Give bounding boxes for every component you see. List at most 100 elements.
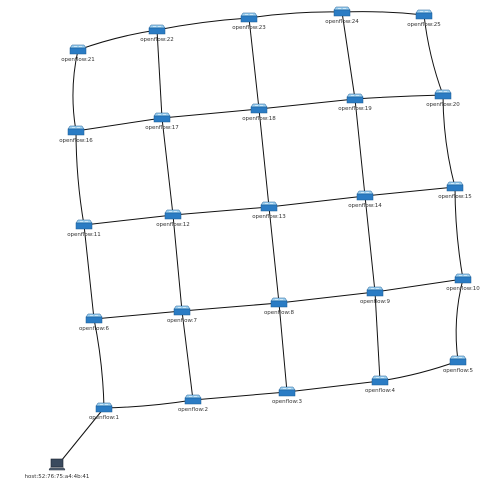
link-openflow-14-to-openflow-15[interactable]: [364, 186, 456, 197]
switch-node-openflow-18[interactable]: openflow:18: [242, 103, 276, 122]
switch-node-openflow-17[interactable]: openflow:17: [145, 112, 179, 131]
link-openflow-16-to-openflow-17[interactable]: [75, 117, 163, 132]
link-openflow-10-to-openflow-15[interactable]: [454, 186, 464, 280]
switch-icon: [153, 112, 171, 123]
switch-label: openflow:18: [242, 116, 276, 122]
link-openflow-5-to-openflow-10[interactable]: [455, 278, 464, 362]
switch-node-openflow-25[interactable]: openflow:25: [407, 9, 441, 28]
switch-node-openflow-10[interactable]: openflow:10: [446, 273, 480, 292]
link-openflow-13-to-openflow-18[interactable]: [258, 108, 270, 208]
switch-label: openflow:1: [89, 415, 119, 421]
link-openflow-3-to-openflow-8[interactable]: [278, 302, 288, 393]
switch-node-openflow-5[interactable]: openflow:5: [443, 355, 474, 374]
link-openflow-14-to-openflow-19[interactable]: [354, 98, 366, 197]
host-node[interactable]: host:52:76:75:a4:4b:41: [25, 458, 90, 480]
switch-node-openflow-11[interactable]: openflow:11: [67, 219, 101, 238]
link-openflow-6-to-openflow-11[interactable]: [83, 224, 95, 320]
switch-node-openflow-13[interactable]: openflow:13: [252, 201, 286, 220]
switch-label: openflow:6: [79, 326, 110, 332]
switch-icon: [366, 286, 384, 297]
switch-icon: [173, 305, 191, 316]
link-openflow-9-to-openflow-14[interactable]: [364, 195, 376, 293]
switch-node-openflow-22[interactable]: openflow:22: [140, 24, 174, 43]
link-openflow-7-to-openflow-8[interactable]: [181, 302, 280, 312]
switch-icon: [164, 209, 182, 220]
switch-icon: [240, 12, 258, 23]
switch-label: openflow:16: [59, 138, 93, 144]
switch-label: openflow:23: [232, 25, 266, 31]
switch-label: openflow:8: [264, 310, 295, 316]
switch-node-openflow-24[interactable]: openflow:24: [325, 6, 359, 25]
switch-label: openflow:3: [272, 399, 303, 405]
switch-node-openflow-14[interactable]: openflow:14: [348, 190, 382, 209]
link-openflow-11-to-openflow-16[interactable]: [75, 130, 85, 226]
link-openflow-1-to-openflow-6[interactable]: [93, 318, 105, 409]
link-openflow-1-to-openflow-2[interactable]: [103, 399, 194, 409]
switch-node-openflow-19[interactable]: openflow:19: [338, 93, 372, 112]
switch-icon: [449, 355, 467, 366]
switch-label: openflow:19: [338, 106, 372, 112]
links-layer: [56, 11, 464, 467]
link-openflow-9-to-openflow-10[interactable]: [374, 278, 464, 293]
nodes-layer: openflow:1 openflow:2 openflow:3 openflow:4…: [25, 6, 480, 480]
link-openflow-2-to-openflow-7[interactable]: [181, 310, 194, 401]
switch-node-openflow-16[interactable]: openflow:16: [59, 125, 93, 144]
link-openflow-6-to-openflow-7[interactable]: [93, 310, 183, 320]
switch-icon: [333, 6, 351, 17]
switch-node-openflow-23[interactable]: openflow:23: [232, 12, 266, 31]
switch-label: openflow:14: [348, 203, 382, 209]
link-openflow-17-to-openflow-22[interactable]: [156, 29, 163, 119]
switch-label: openflow:25: [407, 22, 441, 28]
link-openflow-13-to-openflow-14[interactable]: [268, 195, 366, 208]
link-openflow-2-to-openflow-3[interactable]: [192, 391, 288, 401]
link-openflow-8-to-openflow-9[interactable]: [278, 291, 376, 304]
switch-icon: [434, 89, 452, 100]
link-openflow-16-to-openflow-21[interactable]: [72, 49, 79, 132]
switch-node-openflow-20[interactable]: openflow:20: [426, 89, 460, 108]
host-label: host:52:76:75:a4:4b:41: [25, 474, 90, 480]
link-openflow-12-to-openflow-17[interactable]: [161, 117, 174, 216]
link-openflow-17-to-openflow-18[interactable]: [161, 108, 260, 119]
link-openflow-23-to-openflow-24[interactable]: [248, 11, 343, 19]
switch-icon: [69, 44, 87, 55]
link-openflow-24-to-openflow-25[interactable]: [341, 11, 425, 16]
link-openflow-4-to-openflow-9[interactable]: [374, 291, 381, 382]
switch-node-openflow-4[interactable]: openflow:4: [365, 375, 396, 394]
link-openflow-7-to-openflow-12[interactable]: [172, 214, 183, 312]
switch-icon: [346, 93, 364, 104]
switch-node-openflow-6[interactable]: openflow:6: [79, 313, 110, 332]
link-openflow-18-to-openflow-19[interactable]: [258, 98, 356, 110]
link-openflow-15-to-openflow-20[interactable]: [442, 94, 456, 188]
switch-node-openflow-15[interactable]: openflow:15: [438, 181, 472, 200]
link-openflow-12-to-openflow-13[interactable]: [172, 206, 270, 216]
switch-icon: [67, 125, 85, 136]
switch-label: openflow:22: [140, 37, 174, 43]
link-openflow-8-to-openflow-13[interactable]: [268, 206, 280, 304]
switch-node-openflow-8[interactable]: openflow:8: [264, 297, 295, 316]
link-openflow-19-to-openflow-20[interactable]: [354, 94, 444, 100]
link-openflow-18-to-openflow-23[interactable]: [248, 17, 260, 110]
switch-label: openflow:13: [252, 214, 286, 220]
switch-node-openflow-9[interactable]: openflow:9: [360, 286, 391, 305]
link-openflow-19-to-openflow-24[interactable]: [341, 11, 356, 100]
switch-icon: [250, 103, 268, 114]
link-openflow-3-to-openflow-4[interactable]: [286, 380, 381, 393]
link-openflow-22-to-openflow-23[interactable]: [156, 17, 250, 31]
switch-node-openflow-12[interactable]: openflow:12: [156, 209, 190, 228]
switch-icon: [446, 181, 464, 192]
switch-node-openflow-7[interactable]: openflow:7: [167, 305, 198, 324]
switch-label: openflow:11: [67, 232, 101, 238]
switch-icon: [85, 313, 103, 324]
link-openflow-20-to-openflow-25[interactable]: [423, 14, 444, 96]
switch-label: openflow:17: [145, 125, 179, 131]
switch-node-openflow-1[interactable]: openflow:1: [89, 402, 119, 421]
link-openflow-11-to-openflow-12[interactable]: [83, 214, 174, 226]
switch-icon: [371, 375, 389, 386]
switch-node-openflow-2[interactable]: openflow:2: [178, 394, 208, 413]
switch-node-openflow-21[interactable]: openflow:21: [61, 44, 95, 63]
switch-label: openflow:4: [365, 388, 396, 394]
switch-label: openflow:5: [443, 368, 474, 374]
switch-node-openflow-3[interactable]: openflow:3: [272, 386, 303, 405]
switch-label: openflow:2: [178, 407, 208, 413]
